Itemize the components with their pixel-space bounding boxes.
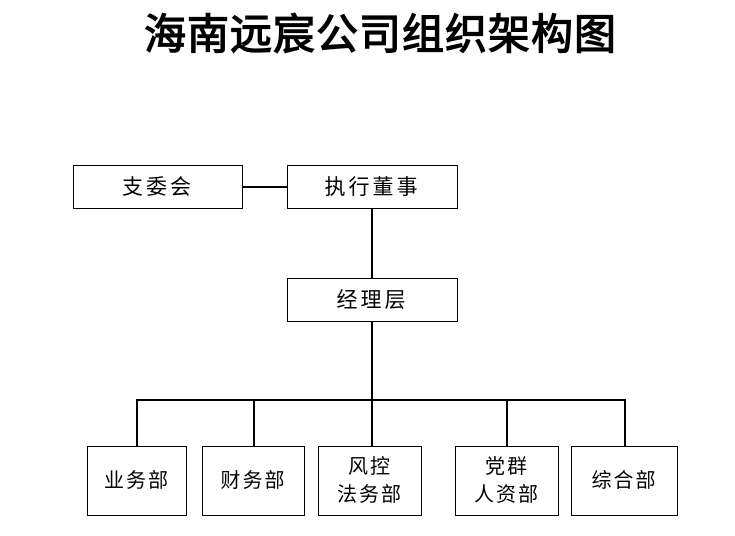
node-executive-director: 执行董事 — [287, 165, 458, 209]
node-management-label: 经理层 — [336, 288, 409, 312]
node-dept-party-hr-line2: 人资部 — [474, 484, 540, 506]
node-dept-finance-label: 财务部 — [220, 470, 287, 492]
node-dept-general: 综合部 — [571, 446, 678, 516]
chart-title: 海南远宸公司组织架构图 — [143, 13, 617, 59]
connector-drop-finance-line — [253, 399, 255, 447]
node-branch-committee: 支委会 — [73, 165, 243, 209]
connector-drop-risk-legal-line — [371, 399, 373, 447]
node-dept-risk-legal-line1: 风控 — [348, 456, 392, 478]
connector-committee-director-line — [242, 186, 288, 188]
connector-drop-business-line — [136, 399, 138, 447]
connector-drop-general-line — [624, 399, 626, 447]
node-dept-party-hr: 党群 人资部 — [455, 446, 559, 516]
connector-drop-party-hr-line — [506, 399, 508, 447]
node-dept-finance: 财务部 — [202, 446, 305, 516]
connector-distribution-line — [136, 399, 625, 401]
node-branch-committee-label: 支委会 — [122, 175, 194, 199]
node-dept-business: 业务部 — [87, 446, 187, 516]
node-dept-risk-legal-line2: 法务部 — [337, 484, 403, 506]
node-management: 经理层 — [287, 278, 458, 322]
node-dept-party-hr-line1: 党群 — [485, 456, 529, 478]
node-dept-business-label: 业务部 — [104, 470, 170, 492]
connector-director-management-line — [371, 209, 373, 279]
node-executive-director-label: 执行董事 — [324, 175, 421, 199]
connector-management-trunk-line — [371, 321, 373, 400]
node-dept-risk-legal: 风控 法务部 — [318, 446, 422, 516]
node-dept-general-label: 综合部 — [591, 470, 658, 492]
